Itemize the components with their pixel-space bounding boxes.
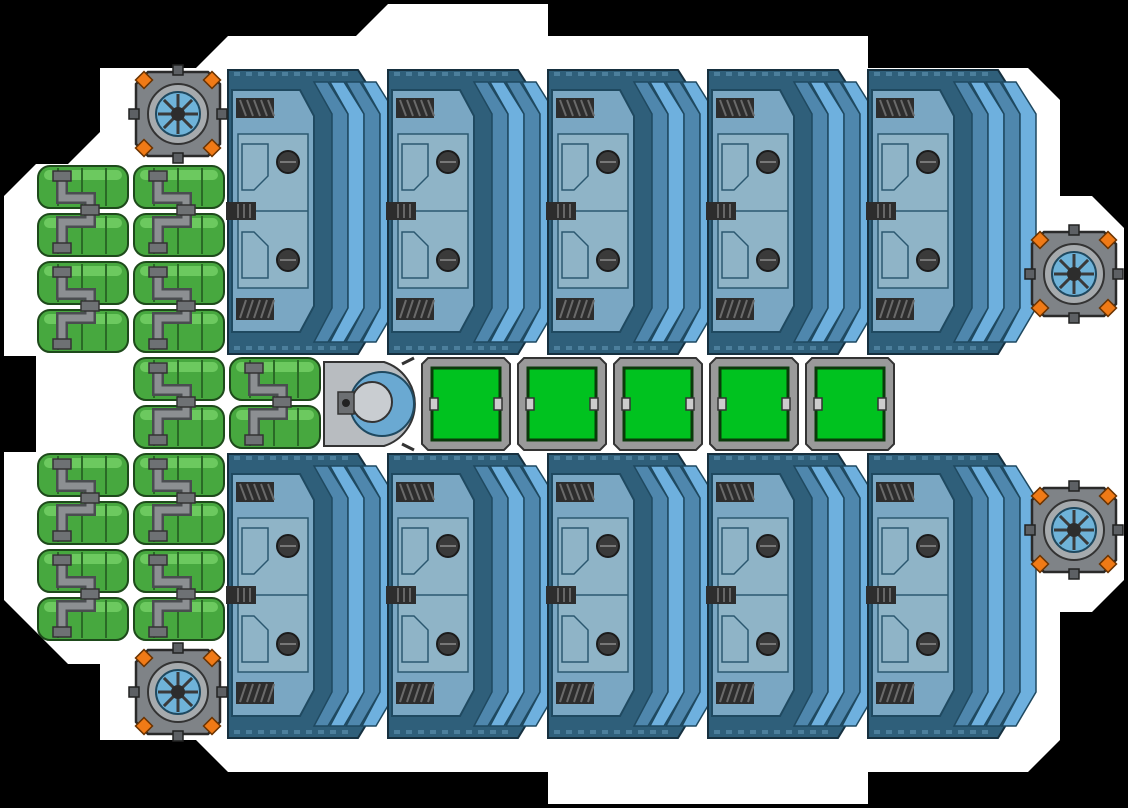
cockpit-module bbox=[323, 356, 416, 452]
thruster bbox=[128, 642, 228, 742]
core-layer bbox=[323, 356, 895, 452]
fuel-tank-pair bbox=[133, 549, 225, 641]
cargo-container bbox=[386, 69, 557, 355]
reactor-slot bbox=[517, 357, 607, 451]
fuel-tank-pair bbox=[133, 261, 225, 353]
cargo-container bbox=[226, 69, 397, 355]
cargo-container bbox=[866, 69, 1037, 355]
reactor-slot bbox=[613, 357, 703, 451]
cargo-container bbox=[386, 453, 557, 739]
fuel-tank-pair bbox=[133, 357, 225, 449]
fuel-tank-pair bbox=[133, 453, 225, 545]
thruster-layer bbox=[128, 64, 1124, 742]
fuel-tank-pair bbox=[37, 453, 129, 545]
cargo-container bbox=[706, 453, 877, 739]
cargo-container bbox=[546, 69, 717, 355]
thruster bbox=[128, 64, 228, 164]
cargo-layer bbox=[226, 69, 1037, 739]
reactor-slot bbox=[805, 357, 895, 451]
fuel-tank-pair bbox=[133, 165, 225, 257]
cargo-container bbox=[706, 69, 877, 355]
fuel-tank-pair bbox=[37, 165, 129, 257]
fuel-tank-pair bbox=[37, 261, 129, 353]
thruster bbox=[1024, 224, 1124, 324]
fuel-tank-pair bbox=[37, 549, 129, 641]
reactor-slot bbox=[709, 357, 799, 451]
cargo-container bbox=[546, 453, 717, 739]
cargo-container bbox=[866, 453, 1037, 739]
reactor-slot bbox=[421, 357, 511, 451]
fuel-tank-pair bbox=[229, 357, 321, 449]
fuel-tank-layer bbox=[37, 165, 321, 641]
thruster bbox=[1024, 480, 1124, 580]
cargo-container bbox=[226, 453, 397, 739]
